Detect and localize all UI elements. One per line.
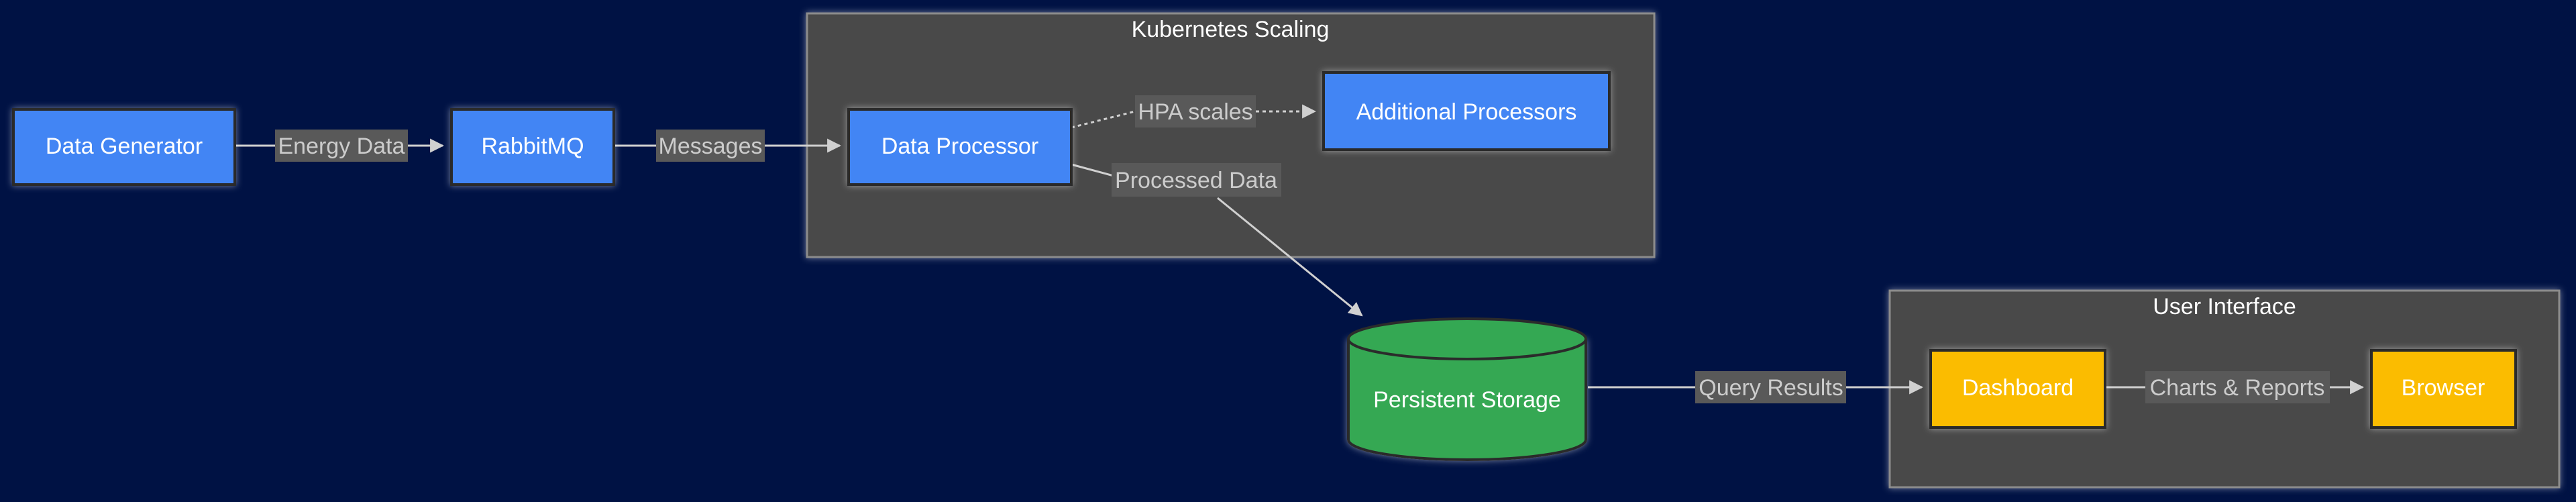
edge-messages: Messages [614,130,842,162]
edge-charts-reports: Charts & Reports [2105,371,2365,403]
node-rabbitmq[interactable]: RabbitMQ [450,108,615,186]
node-data-processor[interactable]: Data Processor [847,108,1073,186]
edge-label-query-results: Query Results [1699,375,1843,401]
edge-label-processed-data: Processed Data [1115,168,1277,193]
node-browser-label: Browser [2402,375,2485,401]
node-dashboard[interactable]: Dashboard [1929,349,2106,429]
edge-label-hpa-scales: HPA scales [1138,99,1252,125]
edge-query-results: Query Results [1588,371,1924,403]
node-persistent-storage-label: Persistent Storage [1373,387,1561,413]
user-interface-cluster-title: User Interface [2153,294,2296,319]
edge-processed-data: Processed Data [1071,163,1363,317]
edge-hpa-scales: HPA scales [1071,95,1317,129]
edge-energy-data: Energy Data [235,130,445,162]
node-dashboard-label: Dashboard [1962,375,2074,401]
node-browser[interactable]: Browser [2370,349,2517,429]
node-additional-processors[interactable]: Additional Processors [1322,71,1611,151]
node-data-processor-label: Data Processor [881,134,1038,159]
node-persistent-storage[interactable]: Persistent Storage [1347,317,1587,461]
edge-label-charts-reports: Charts & Reports [2150,375,2325,401]
edge-label-messages: Messages [659,134,763,159]
node-data-generator-label: Data Generator [46,134,203,159]
node-rabbitmq-label: RabbitMQ [481,134,584,159]
edge-label-energy-data: Energy Data [278,134,405,159]
kubernetes-cluster-title: Kubernetes Scaling [1132,17,1330,42]
node-additional-processors-label: Additional Processors [1356,99,1577,125]
node-data-generator[interactable]: Data Generator [12,108,236,186]
